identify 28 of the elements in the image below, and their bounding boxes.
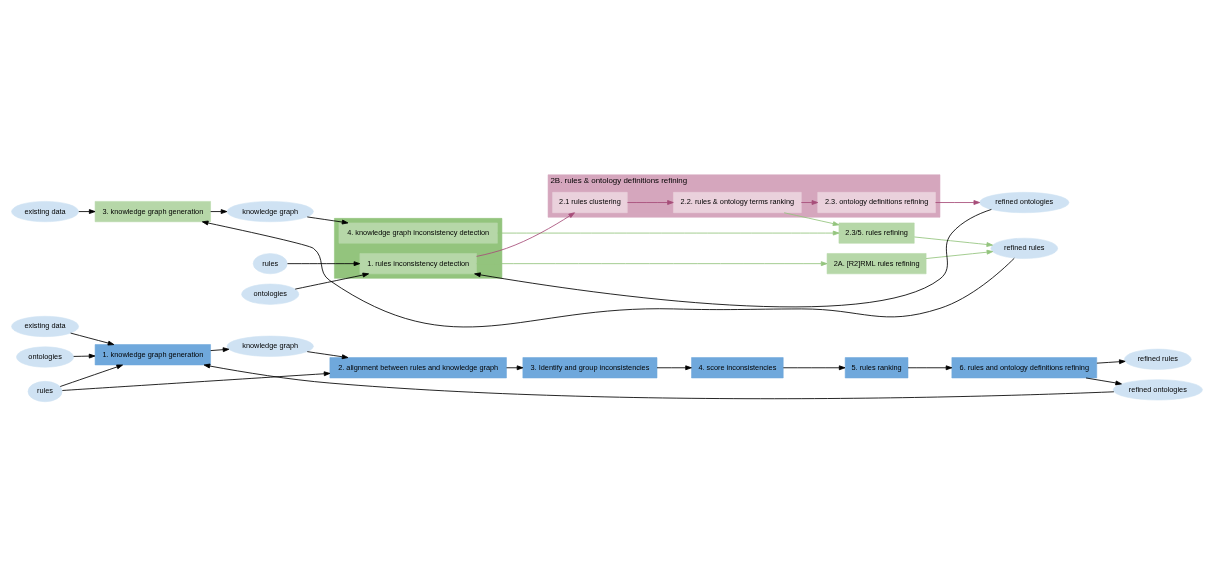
arrow bbox=[210, 346, 230, 352]
arrow bbox=[287, 260, 361, 266]
arrow bbox=[1096, 358, 1126, 364]
arrow bbox=[474, 208, 992, 307]
arrow bbox=[783, 211, 840, 226]
arrow bbox=[70, 332, 115, 345]
arrow bbox=[935, 199, 980, 205]
arrow bbox=[1085, 377, 1122, 385]
arrow bbox=[73, 353, 96, 358]
arrow bbox=[913, 236, 993, 247]
arrow bbox=[294, 272, 370, 290]
arrow bbox=[59, 364, 123, 387]
arrow bbox=[800, 199, 819, 205]
arrow bbox=[306, 350, 349, 359]
arrow bbox=[656, 364, 692, 370]
arrow bbox=[497, 230, 840, 235]
arrow bbox=[61, 370, 331, 391]
arrow bbox=[782, 364, 846, 370]
arrow bbox=[627, 199, 674, 205]
arrow bbox=[78, 208, 96, 214]
arrow bbox=[210, 208, 228, 214]
arrow bbox=[306, 216, 349, 224]
arrow bbox=[506, 364, 524, 370]
arrow bbox=[925, 249, 994, 259]
arrow bbox=[203, 363, 1115, 399]
arrow bbox=[907, 364, 953, 370]
arrow bbox=[476, 211, 575, 257]
arrow bbox=[476, 260, 828, 266]
